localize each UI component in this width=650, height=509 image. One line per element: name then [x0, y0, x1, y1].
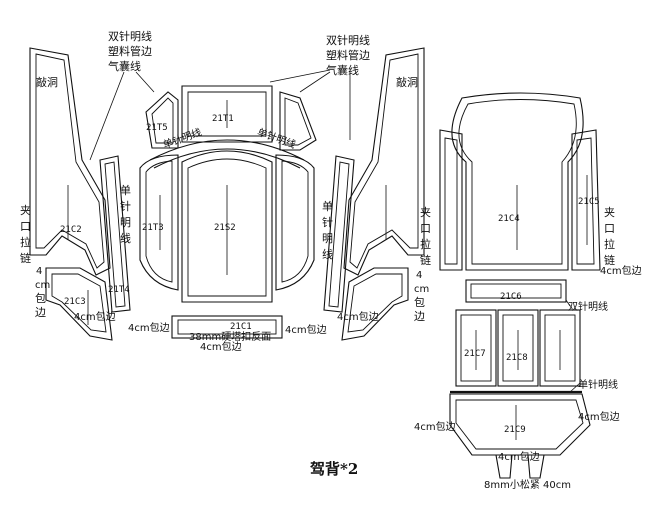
- double-needle-left-2: 塑料管边: [108, 44, 152, 58]
- piece-21t3-right: [275, 154, 315, 291]
- clip-zipper-right-4: 链: [604, 253, 615, 267]
- id-21c6: 21C6: [500, 292, 522, 302]
- wrap-v-right-3: 包: [414, 296, 425, 309]
- piece-21c4: [451, 92, 584, 271]
- text-labels: 敲洞 敲洞 双针明线 塑料管边 气囊线 双针明线 塑料管边 气囊线 单针明线 单…: [20, 29, 642, 491]
- id-21c7: 21C7: [464, 349, 486, 359]
- piece-21c8: [497, 309, 539, 387]
- clip-zipper-left-4: 链: [20, 251, 31, 265]
- single-needle-arc-right: 单针明线: [256, 125, 298, 151]
- piece-21t1: [181, 85, 273, 143]
- single-line-right: 单针明线: [578, 378, 618, 391]
- id-21c4: 21C4: [498, 214, 520, 224]
- wrap-v-left-2: cm: [35, 280, 50, 291]
- single-needle-v-left-4: 线: [120, 231, 131, 245]
- piece-21c5-left: [439, 129, 463, 271]
- wrap-h-5: 4cm包边: [200, 340, 242, 353]
- double-needle-left-3: 气囊线: [108, 59, 141, 73]
- single-needle-v-left-1: 单: [120, 184, 131, 197]
- id-21t3: 21T3: [142, 223, 164, 233]
- wrap-v-left-1: 4: [36, 266, 42, 277]
- piece-c8-third: [539, 309, 581, 387]
- wrap-v-right-4: 边: [414, 310, 425, 323]
- clip-zipper-mid-3: 拉: [420, 237, 431, 251]
- piece-21t4-right: [323, 155, 355, 313]
- wrap-h-4: 4cm包边: [337, 310, 379, 323]
- double-needle-right-2: 塑料管边: [326, 48, 370, 62]
- notch-label-left: 敲洞: [36, 75, 58, 89]
- wrap-h-8: 4cm包边: [498, 450, 540, 463]
- wrap-h-2: 4cm包边: [128, 321, 170, 334]
- double-needle-left-1: 双针明线: [108, 29, 152, 43]
- clip-zipper-left-2: 口: [20, 220, 31, 233]
- clip-zipper-right-1: 夹: [604, 206, 615, 219]
- double-needle-right-3: 气囊线: [326, 63, 359, 77]
- piece-21s2: [181, 150, 273, 303]
- piece-21t4: [99, 155, 131, 313]
- wrap-v-right-2: cm: [414, 284, 429, 295]
- wrap-h-1: 4cm包边: [74, 310, 116, 323]
- double-line-right: 双针明线: [568, 300, 608, 313]
- sheet-title: 驾背*2: [310, 460, 358, 478]
- wrap-h-7: 4cm包边: [414, 420, 456, 433]
- id-21c5: 21C5: [578, 197, 600, 207]
- id-21c1: 21C1: [230, 322, 252, 332]
- piece-21t5-right: [279, 91, 317, 151]
- clip-zipper-right-2: 口: [604, 222, 615, 235]
- wrap-h-3: 4cm包边: [285, 323, 327, 336]
- leader-lines: [89, 69, 581, 393]
- id-21c2: 21C2: [60, 225, 82, 235]
- clip-zipper-left-3: 拉: [20, 235, 31, 249]
- id-21t4: 21T4: [108, 285, 130, 295]
- single-needle-v-right-3: 明: [322, 232, 333, 245]
- id-21t5: 21T5: [146, 123, 168, 133]
- clip-zipper-mid-4: 链: [420, 253, 431, 267]
- single-needle-v-right-4: 线: [322, 247, 333, 261]
- wrap-v-right-1: 4: [416, 270, 422, 281]
- single-needle-v-left-2: 针: [120, 199, 131, 213]
- wrap-h-9: 4cm包边: [578, 410, 620, 423]
- piece-21c2-right: [343, 47, 425, 276]
- piece-21c3-right: [341, 267, 409, 341]
- piece-21c3: [45, 267, 113, 341]
- arc-strip: [149, 139, 305, 169]
- clip-zipper-right-3: 拉: [604, 237, 615, 251]
- single-needle-v-right-1: 单: [322, 200, 333, 213]
- notch-label-right: 敲洞: [396, 75, 418, 89]
- id-21c3: 21C3: [64, 297, 86, 307]
- piece-21t3: [139, 154, 179, 291]
- wrap-h-6: 4cm包边: [600, 264, 642, 277]
- piece-21t5: [145, 91, 179, 149]
- id-21s2: 21S2: [214, 223, 236, 233]
- id-21t1: 21T1: [212, 114, 234, 124]
- wrap-v-left-4: 边: [35, 306, 46, 319]
- clip-zipper-mid-2: 口: [420, 222, 431, 235]
- double-needle-right-1: 双针明线: [326, 33, 370, 47]
- elastic-label: 8mm小松紧 40cm: [484, 478, 571, 491]
- piece-21c1: [171, 315, 283, 339]
- id-21c8: 21C8: [506, 353, 528, 363]
- clip-zipper-mid-1: 夹: [420, 206, 431, 219]
- hard-plate-label: 38mm硬塔扣反面: [189, 330, 271, 343]
- single-needle-v-left-3: 明: [120, 216, 131, 229]
- id-21c9: 21C9: [504, 425, 526, 435]
- single-needle-v-right-2: 针: [322, 215, 333, 229]
- wrap-v-left-3: 包: [35, 292, 46, 305]
- piece-21c5: [571, 129, 601, 271]
- piece-21c7: [455, 309, 497, 387]
- piece-21c9: [449, 390, 591, 479]
- clip-zipper-left-1: 夹: [20, 204, 31, 217]
- piece-21c2: [29, 47, 111, 276]
- piece-21c6: [465, 279, 567, 303]
